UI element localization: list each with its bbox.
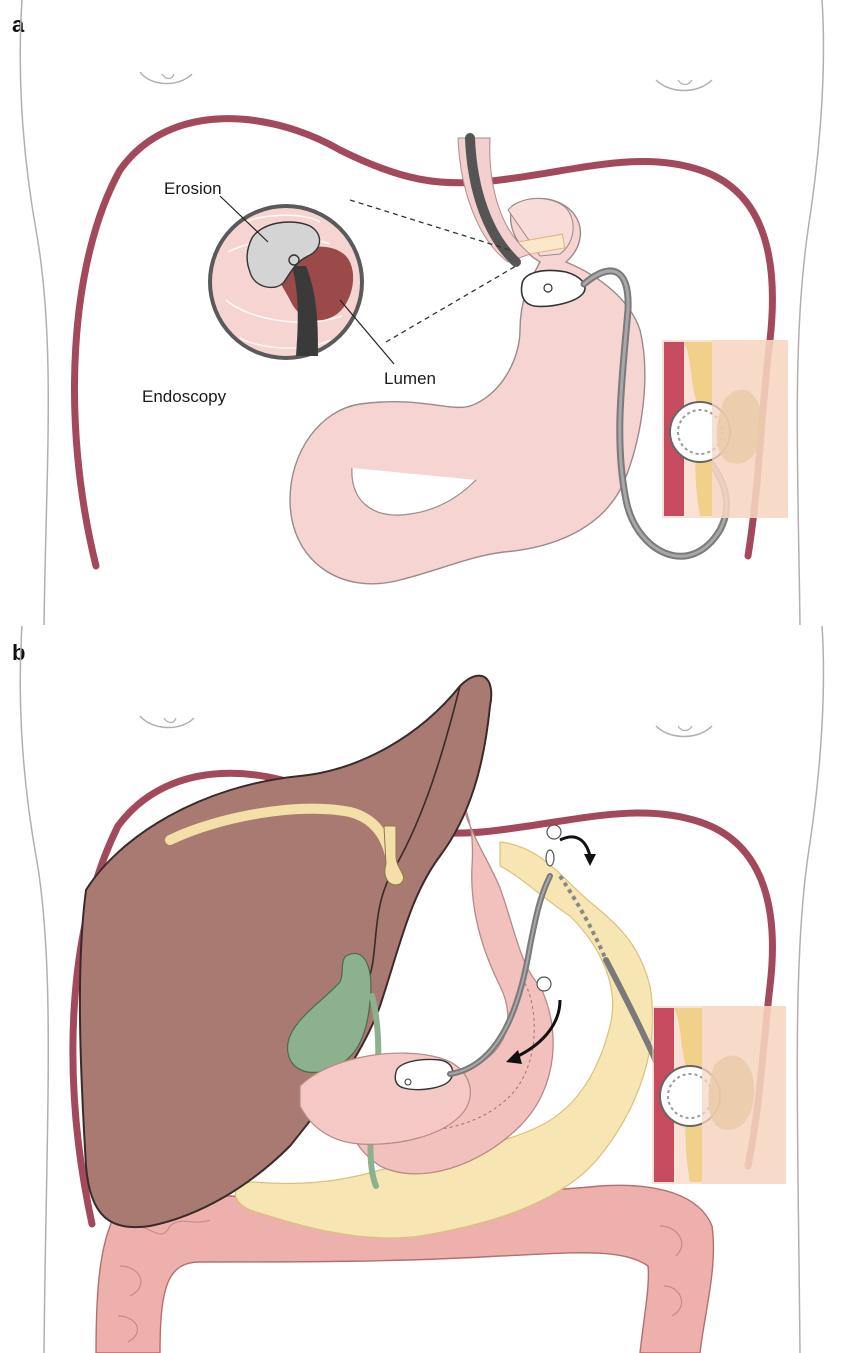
nipple-right [656, 80, 712, 91]
lumen-leader [340, 300, 394, 364]
torso-outline-right [797, 626, 823, 1353]
arrow-upper-head [584, 854, 596, 866]
endoscopy-view [210, 200, 516, 358]
arrow-upper [560, 837, 590, 856]
nipple-right-dot [678, 80, 692, 85]
torso-outline [20, 0, 48, 625]
marker-lower [537, 977, 551, 991]
nipple-right [656, 726, 712, 737]
torso-outline [20, 626, 48, 1353]
panel-a: a [0, 0, 844, 625]
panel-b: b [0, 626, 844, 1353]
abdominal-wall [662, 340, 788, 518]
panel-b-illustration: b [0, 626, 844, 1353]
erosion-label: Erosion [164, 179, 222, 198]
marker-opening [546, 850, 554, 866]
torso-outline-right [797, 0, 823, 625]
endoscopy-label: Endoscopy [142, 387, 227, 406]
lumen-label: Lumen [384, 369, 436, 388]
migrated-band [395, 1060, 452, 1090]
nipple-left-dot [164, 718, 176, 723]
marker-upper [547, 825, 561, 839]
panel-b-letter: b [12, 640, 25, 665]
abdominal-wall [652, 1006, 786, 1184]
nipple-left-dot [162, 74, 174, 79]
panel-a-letter: a [12, 12, 25, 37]
panel-a-illustration: a [0, 0, 844, 625]
nipple-right-dot [678, 726, 692, 731]
